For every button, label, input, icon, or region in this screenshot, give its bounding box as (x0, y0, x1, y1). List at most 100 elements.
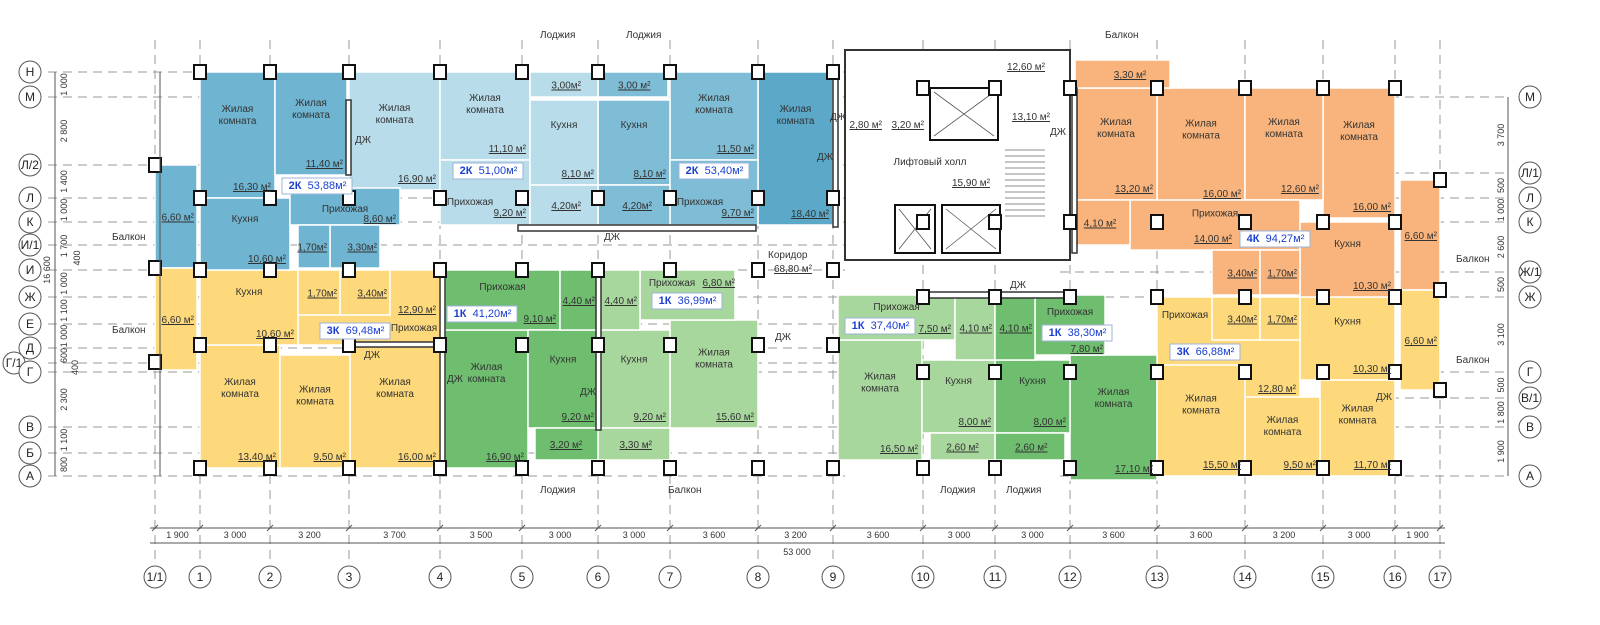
walls (148, 64, 1447, 476)
column (148, 260, 162, 276)
room (1156, 87, 1246, 206)
axis-marker (1233, 565, 1257, 589)
room (757, 71, 834, 226)
dimension-tick (1241, 524, 1249, 532)
room-name: Жилая (1343, 120, 1375, 131)
column (751, 337, 765, 353)
room-name: Жилая (1267, 415, 1299, 426)
column (342, 262, 356, 278)
dimension-label: 3 600 (1190, 530, 1213, 540)
room (954, 294, 996, 361)
room (1156, 364, 1246, 477)
dimension-label: 2 800 (59, 120, 69, 143)
room-area: 12,80 м² (1258, 384, 1297, 395)
room-name: комната (468, 374, 506, 385)
dimension-label: 1 100 (59, 429, 69, 452)
axis-label: Л (26, 191, 34, 205)
room (199, 344, 281, 469)
room-area: 9,20 м² (634, 412, 667, 423)
annotation-label: ДЖ (364, 350, 381, 361)
dimension-total: 53 000 (783, 547, 811, 557)
dimension-tick (345, 524, 353, 532)
apartment-badge (678, 162, 750, 180)
annotation-label: ДЖ (447, 374, 464, 385)
column (1433, 282, 1447, 298)
dimension-label: 500 (1496, 277, 1506, 292)
column (433, 190, 447, 206)
column (663, 64, 677, 80)
column (826, 64, 840, 80)
axis-marker (18, 60, 42, 84)
annotation-label: Лоджия (1006, 485, 1041, 496)
room-area: 10,30 м² (1353, 364, 1392, 375)
axis-label: Н (26, 65, 35, 79)
room-area: 3,00м² (551, 81, 581, 92)
room (921, 359, 996, 434)
room-name: комната (861, 384, 899, 395)
room-area: 10,60 м² (256, 329, 295, 340)
column (433, 460, 447, 476)
dimension-tick (1319, 524, 1327, 532)
room-area: 9,20 м² (494, 208, 527, 219)
room-name: Жилая (1268, 117, 1300, 128)
room-area: 3,30 м² (1114, 70, 1147, 81)
area-label: 3,20 м² (892, 120, 925, 131)
room (1074, 199, 1131, 246)
room-area: 9,20 м² (562, 412, 595, 423)
axis-marker (18, 210, 42, 234)
dimension-tick (1391, 524, 1399, 532)
room-area: 7,50 м² (919, 324, 952, 335)
corridor-label: Коридор (768, 250, 808, 261)
column (751, 190, 765, 206)
axis-label: В (26, 420, 34, 434)
column (515, 64, 529, 80)
column (916, 460, 930, 476)
apartment-area: 69,48м² (346, 325, 385, 337)
axis-label: 15 (1316, 570, 1330, 584)
room-name: комната (292, 110, 330, 121)
room-area: 2,60 м² (1015, 443, 1048, 454)
dimension-label: 1 800 (1496, 401, 1506, 424)
room (994, 294, 1036, 361)
column (663, 190, 677, 206)
room-name: Жилая (864, 372, 896, 383)
column (1388, 460, 1402, 476)
column (193, 337, 207, 353)
axis-label: 14 (1238, 570, 1252, 584)
column (1316, 214, 1330, 230)
room (1244, 87, 1324, 201)
room-name: комната (466, 105, 504, 116)
column (433, 262, 447, 278)
wall (517, 224, 757, 232)
room-area: 4,20м² (622, 201, 652, 212)
column (263, 337, 277, 353)
axis-label: 1/1 (147, 570, 164, 584)
room-name: Прихожая (873, 302, 919, 313)
dimension-label: 1 900 (1406, 530, 1429, 540)
axis-marker (1518, 260, 1542, 284)
column (1388, 214, 1402, 230)
column (826, 190, 840, 206)
annotation-label: Лоджия (540, 485, 575, 496)
room-area: 16,90 м² (486, 452, 525, 463)
column (591, 460, 605, 476)
room-area: 12,90 м² (398, 305, 437, 316)
apartment-type: 3К (327, 325, 340, 337)
axis-marker (1518, 386, 1542, 410)
annotation-label: ДЖ (355, 135, 372, 146)
wall (344, 341, 441, 348)
column (433, 64, 447, 80)
axis-marker (18, 464, 42, 488)
column (826, 262, 840, 278)
axis-marker (18, 336, 42, 360)
room-name: Жилая (295, 98, 327, 109)
room-name: Прихожая (1047, 307, 1093, 318)
apartment-badge (1169, 343, 1241, 361)
column (1238, 289, 1252, 305)
annotation-label: ДЖ (1376, 392, 1393, 403)
dimension-label: 1 000 (59, 325, 69, 348)
room-area: 1,70м² (297, 243, 327, 254)
room-area: 6,60 м² (162, 315, 195, 326)
column (1433, 382, 1447, 398)
axis-marker (983, 565, 1007, 589)
